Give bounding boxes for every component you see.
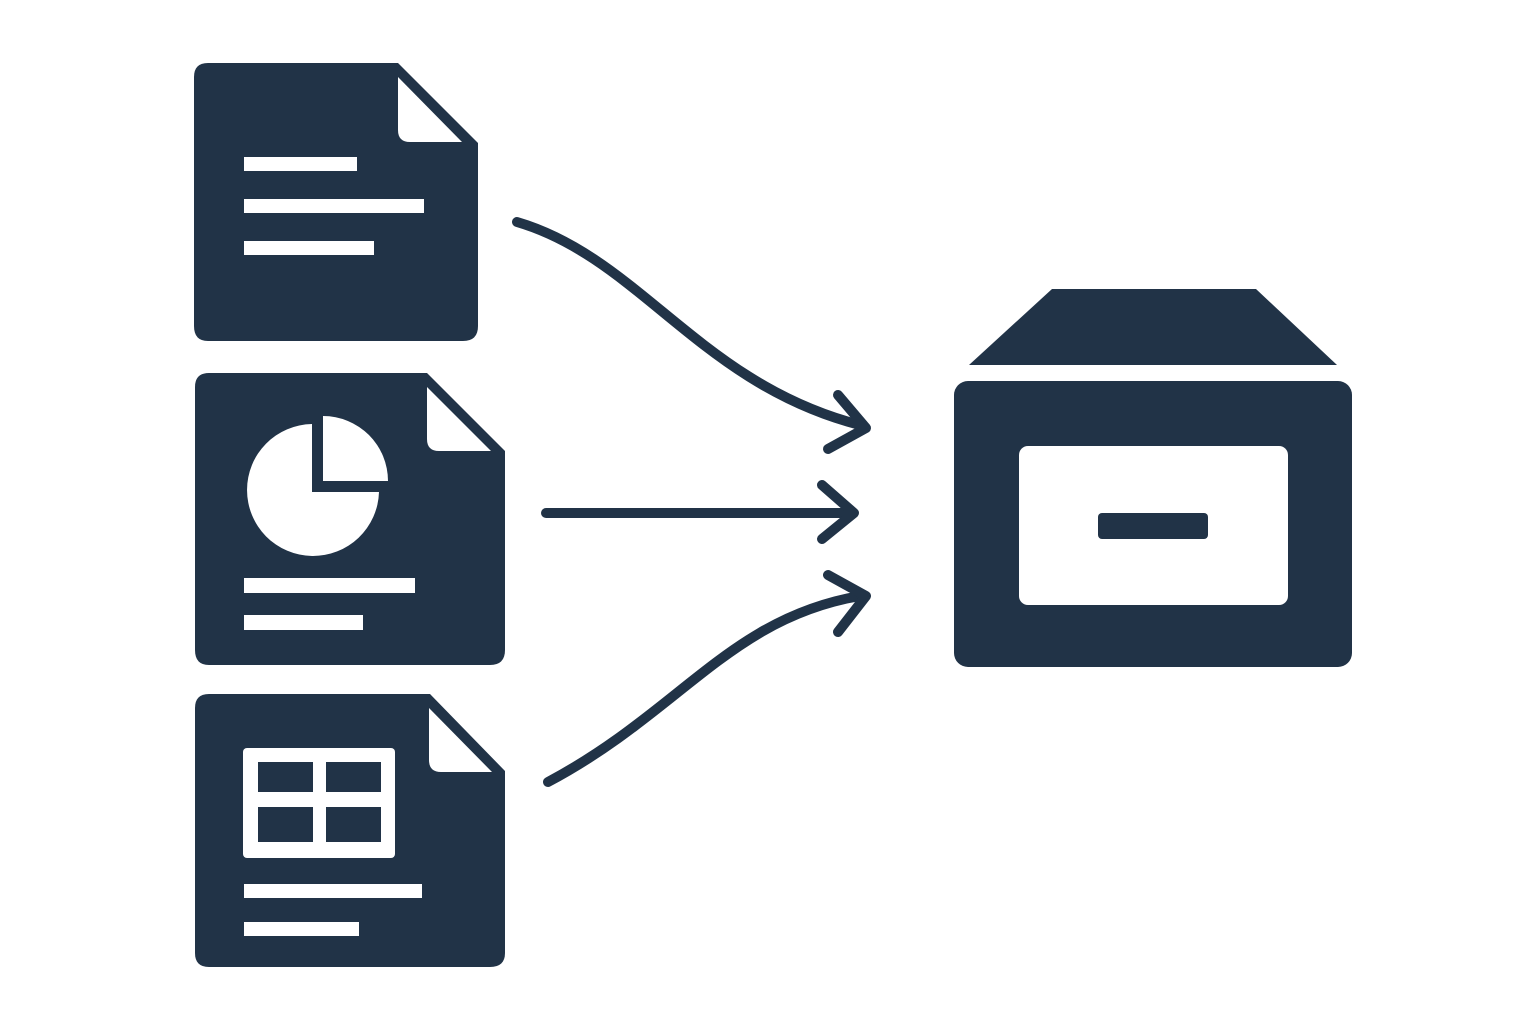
pie-chart-document-icon [195,373,505,665]
connector-bottom [543,570,871,787]
connector-top [512,217,871,454]
spreadsheet-document-icon [195,694,505,967]
text-document-icon [194,63,478,341]
archive-box-icon [954,289,1352,667]
connector-middle [541,480,859,544]
